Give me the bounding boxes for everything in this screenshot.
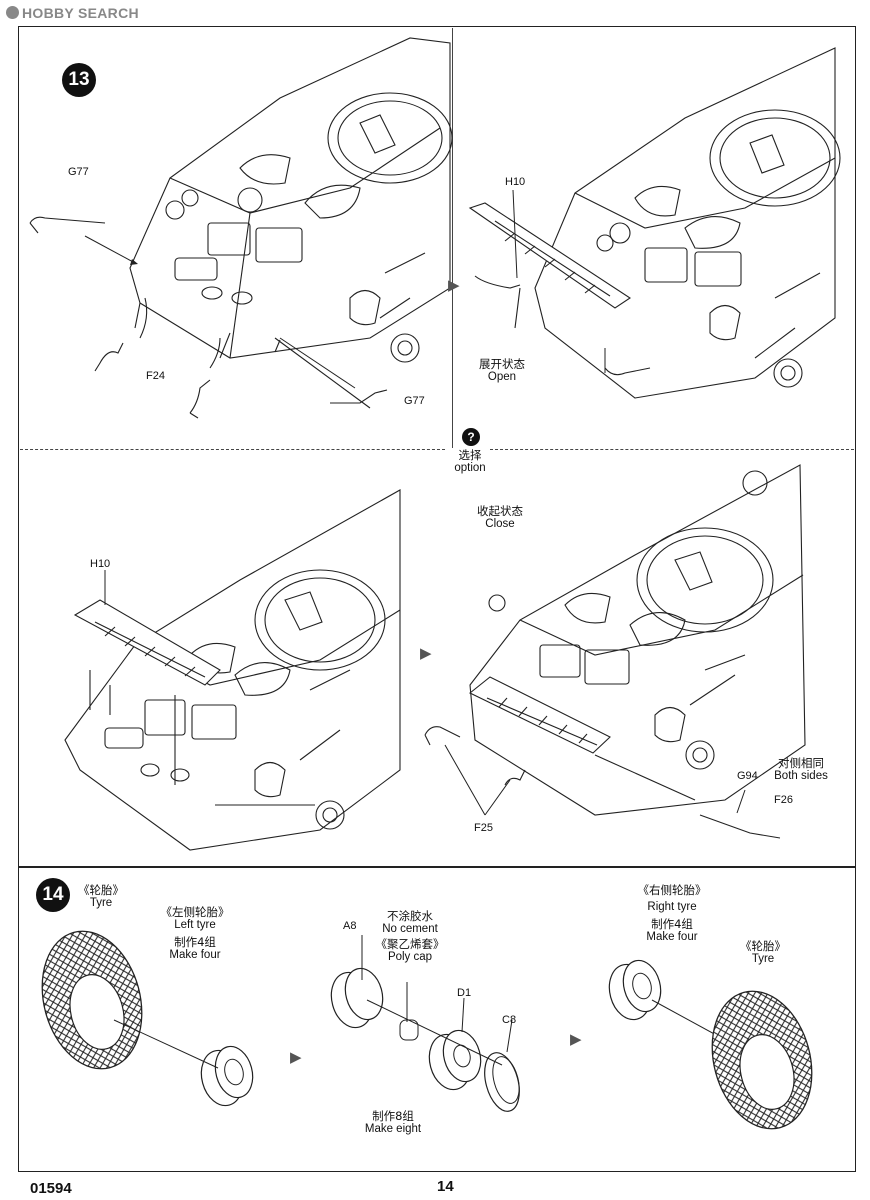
- make-eight-en: Make eight: [364, 1123, 422, 1135]
- vehicle-front-open-left: [29, 37, 453, 419]
- vertical-divider: [452, 28, 453, 448]
- part-label-a8: A8: [343, 920, 357, 932]
- right-tyre-zh: 《右侧轮胎》: [637, 883, 707, 897]
- left-tyre-en: Left tyre: [174, 919, 216, 931]
- state-open-zh: 展开状态: [479, 357, 525, 371]
- left-tyre-label: 《左侧轮胎》 Left tyre 制作4组 Make four: [150, 906, 240, 962]
- step-14-badge: 14: [36, 878, 70, 912]
- step-13-badge: 13: [62, 63, 96, 97]
- make-four-en: Make four: [169, 949, 221, 961]
- part-label-g77-bottom: G77: [404, 395, 425, 407]
- both-sides-en: Both sides: [774, 770, 828, 782]
- tyre-left-zh: 《轮胎》: [78, 883, 124, 897]
- make-eight-label: 制作8组 Make eight: [348, 1110, 438, 1136]
- option-en: option: [454, 462, 486, 474]
- both-sides-label: 对侧相同 Both sides: [766, 757, 836, 783]
- part-label-h10-top: H10: [505, 176, 526, 188]
- part-label-f25: F25: [474, 822, 493, 834]
- part-label-g77-top: G77: [68, 166, 89, 178]
- logo-icon: [6, 6, 19, 19]
- option-divider-right: [490, 449, 854, 450]
- step14-frame: [18, 866, 856, 1172]
- arrow-right-icon-1: ▶: [448, 277, 460, 294]
- part-label-h10-bottom: H10: [90, 558, 111, 570]
- option-divider-left: [20, 449, 445, 450]
- part-label-c8: C8: [502, 1014, 517, 1026]
- state-close-zh: 收起状态: [477, 504, 523, 518]
- state-open-en: Open: [487, 371, 517, 383]
- state-open-label: 展开状态 Open: [462, 358, 542, 384]
- product-code: 01594: [30, 1180, 72, 1197]
- step13-frame: [18, 26, 856, 868]
- part-label-g94: G94: [737, 770, 758, 782]
- poly-cap-en: Poly cap: [387, 951, 433, 963]
- left-tyre-zh: 《左侧轮胎》: [160, 905, 230, 919]
- make-four-zh: 制作4组: [174, 935, 216, 949]
- vehicle-front-closed: [424, 464, 806, 839]
- tyre-left-en: Tyre: [89, 897, 113, 909]
- part-label-f26: F26: [774, 794, 793, 806]
- page-number: 14: [437, 1178, 454, 1195]
- option-label: 选择 option: [440, 449, 500, 475]
- right-tyre-en: Right tyre: [647, 901, 697, 913]
- watermark-logo: HOBBY SEARCH: [6, 5, 139, 21]
- right-tyre-label: 《右侧轮胎》 Right tyre 制作4组 Make four: [627, 884, 717, 944]
- arrow-right-icon-4: ▶: [570, 1031, 582, 1048]
- part-label-f24: F24: [146, 370, 165, 382]
- no-cement-en: No cement: [382, 923, 438, 935]
- no-cement-zh: 不涂胶水: [387, 909, 433, 923]
- option-icon: ?: [462, 428, 480, 446]
- no-cement-label: 不涂胶水 No cement 《聚乙烯套》 Poly cap: [365, 910, 455, 964]
- state-close-en: Close: [485, 518, 515, 530]
- tyre-right-label: 《轮胎》 Tyre: [728, 940, 798, 966]
- tyre-left-label: 《轮胎》 Tyre: [66, 884, 136, 910]
- arrow-right-icon-2: ▶: [420, 645, 432, 662]
- tyre-right-zh: 《轮胎》: [740, 939, 786, 953]
- both-sides-zh: 对侧相同: [778, 756, 824, 770]
- watermark-text: HOBBY SEARCH: [22, 5, 139, 21]
- make-four-right-en: Make four: [646, 931, 698, 943]
- state-close-label: 收起状态 Close: [460, 505, 540, 531]
- vehicle-front-h10-install: [64, 489, 401, 851]
- tyre-right-en: Tyre: [751, 953, 775, 965]
- option-zh: 选择: [458, 448, 482, 462]
- vehicle-front-h10-open: [468, 47, 841, 399]
- right-tyre-drawing: [711, 990, 813, 1130]
- part-label-d1: D1: [457, 987, 472, 999]
- make-eight-zh: 制作8组: [372, 1109, 414, 1123]
- arrow-right-icon-3: ▶: [290, 1049, 302, 1066]
- wheel-assembly-diagram: [41, 930, 813, 1130]
- make-four-right-zh: 制作4组: [651, 917, 693, 931]
- left-tyre-drawing: [41, 930, 143, 1070]
- poly-cap-zh: 《聚乙烯套》: [375, 937, 445, 951]
